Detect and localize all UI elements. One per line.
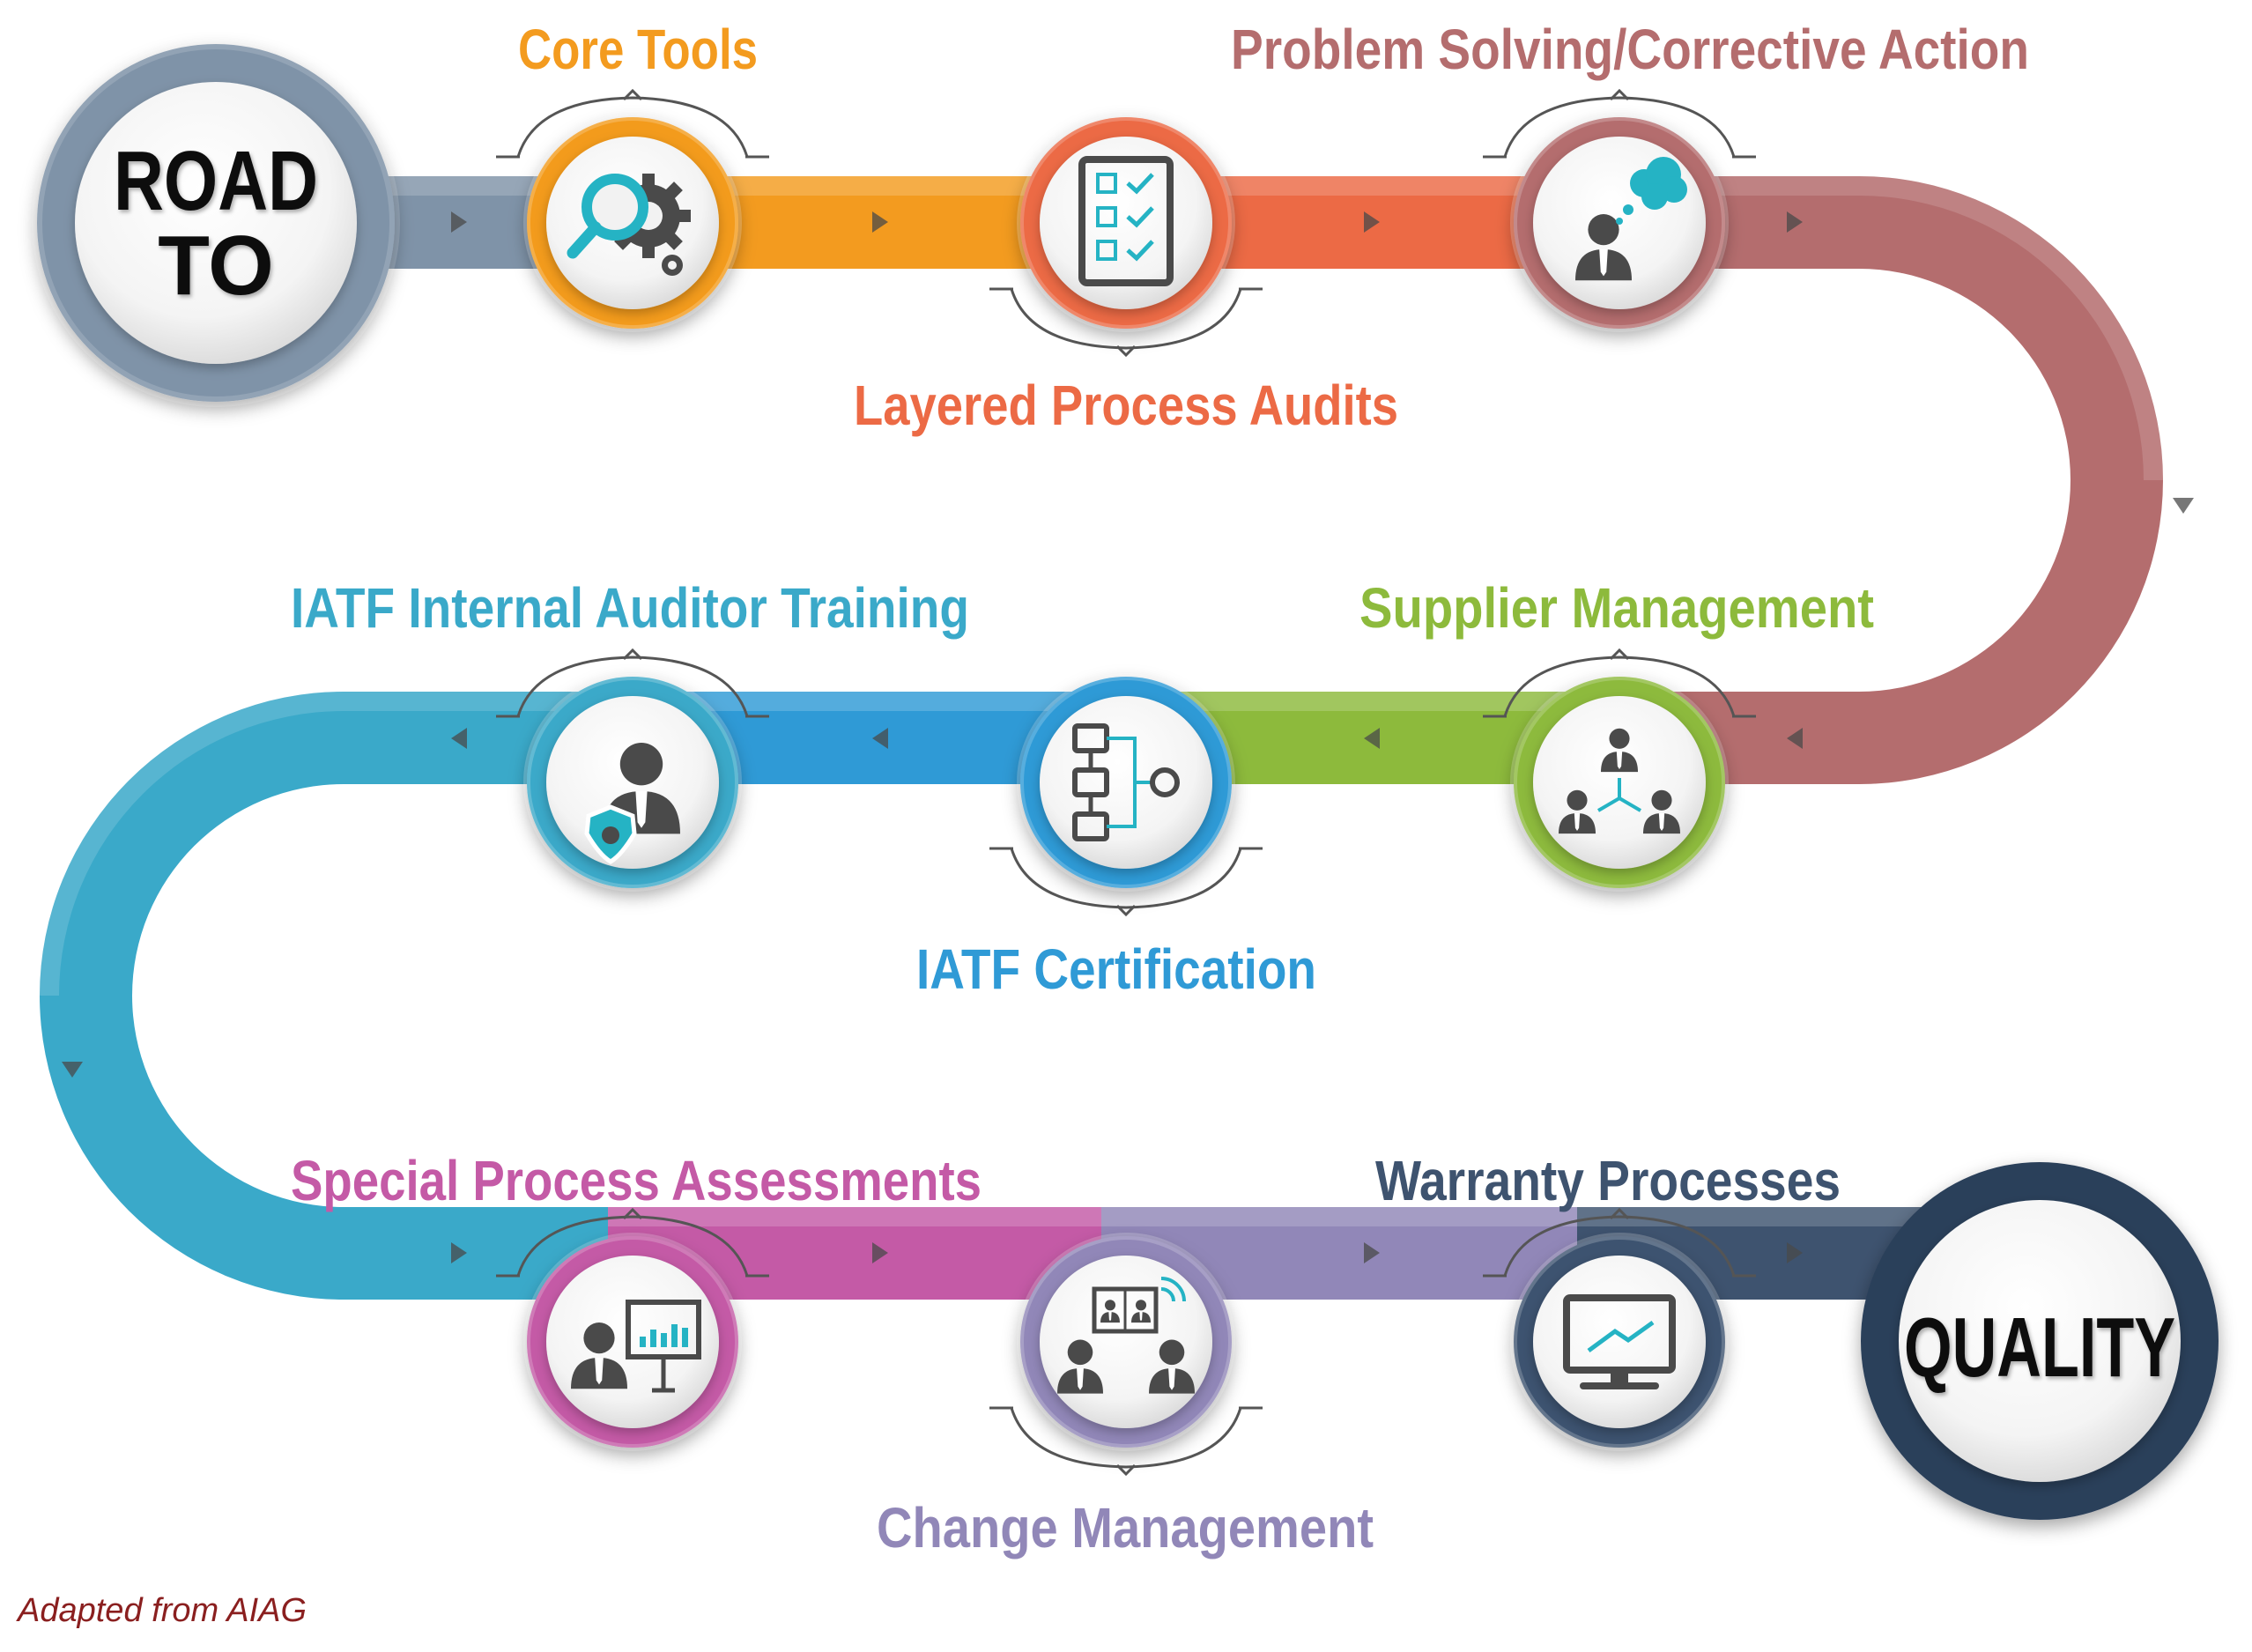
step-node: Change Management — [877, 1233, 1374, 1559]
step-label: Problem Solving/Corrective Action — [1231, 18, 2029, 81]
arrow-left-icon — [872, 728, 888, 749]
step-node: Layered Process Audits — [854, 114, 1398, 437]
flowchart-icon — [1072, 723, 1180, 841]
step-label: Warranty Processes — [1375, 1149, 1841, 1212]
step-node: IATF Certification — [916, 673, 1316, 1001]
arrow-right-icon — [451, 211, 467, 233]
bracket-arc — [1010, 848, 1242, 909]
step-label: Change Management — [877, 1496, 1374, 1559]
bracket-arc — [516, 1215, 749, 1277]
footer-credit: Adapted from AIAG — [16, 1592, 307, 1629]
arrow-down-icon — [2173, 498, 2194, 514]
bracket-arc — [1010, 1407, 1242, 1469]
bracket-arc — [1503, 96, 1736, 158]
end-node: QUALITY — [1861, 1162, 2219, 1520]
step-label: IATF Certification — [916, 937, 1316, 1001]
arrow-right-icon — [1787, 1242, 1803, 1263]
step-node: Core Tools — [496, 18, 769, 332]
thinking-person-icon — [1575, 157, 1687, 281]
start-line1: ROAD — [114, 134, 318, 228]
video-conference-icon — [1057, 1277, 1195, 1394]
bracket-arc — [1010, 288, 1242, 350]
arrow-right-icon — [1364, 211, 1380, 233]
road-segment — [1577, 176, 2163, 784]
monitor-chart-icon — [1563, 1294, 1676, 1389]
step-label: IATF Internal Auditor Training — [291, 576, 969, 640]
arrow-right-icon — [872, 1242, 888, 1263]
arrow-down-icon — [62, 1062, 83, 1078]
arrow-left-icon — [451, 728, 467, 749]
bracket-arc — [1503, 656, 1736, 717]
step-node: Special Process Assessments — [291, 1149, 982, 1451]
arrow-right-icon — [1787, 211, 1803, 233]
start-line2: TO — [158, 219, 274, 313]
bracket-arc — [1503, 1215, 1736, 1277]
bracket-arc — [516, 656, 749, 717]
team-network-icon — [1559, 728, 1680, 834]
start-node: ROAD TO — [32, 39, 400, 407]
step-node: Warranty Processes — [1375, 1149, 1841, 1451]
arrow-right-icon — [1364, 1242, 1380, 1263]
step-node: Supplier Management — [1359, 576, 1874, 892]
step-label: Supplier Management — [1359, 576, 1874, 640]
road-segment — [40, 692, 626, 1300]
step-label: Special Process Assessments — [291, 1149, 982, 1212]
presentation-icon — [571, 1300, 701, 1393]
gear-search-icon — [567, 174, 691, 276]
step-node: Problem Solving/Corrective Action — [1231, 18, 2029, 332]
checklist-icon — [1078, 156, 1174, 286]
arrow-left-icon — [1787, 728, 1803, 749]
step-label: Layered Process Audits — [854, 374, 1398, 437]
step-node: IATF Internal Auditor Training — [291, 576, 969, 892]
auditor-shield-icon — [584, 743, 680, 864]
end-label: QUALITY — [1904, 1300, 2175, 1395]
arrow-left-icon — [1364, 728, 1380, 749]
step-label: Core Tools — [518, 18, 758, 81]
bracket-arc — [516, 96, 749, 158]
arrow-right-icon — [451, 1242, 467, 1263]
arrow-right-icon — [872, 211, 888, 233]
direction-arrows — [62, 211, 2194, 1263]
